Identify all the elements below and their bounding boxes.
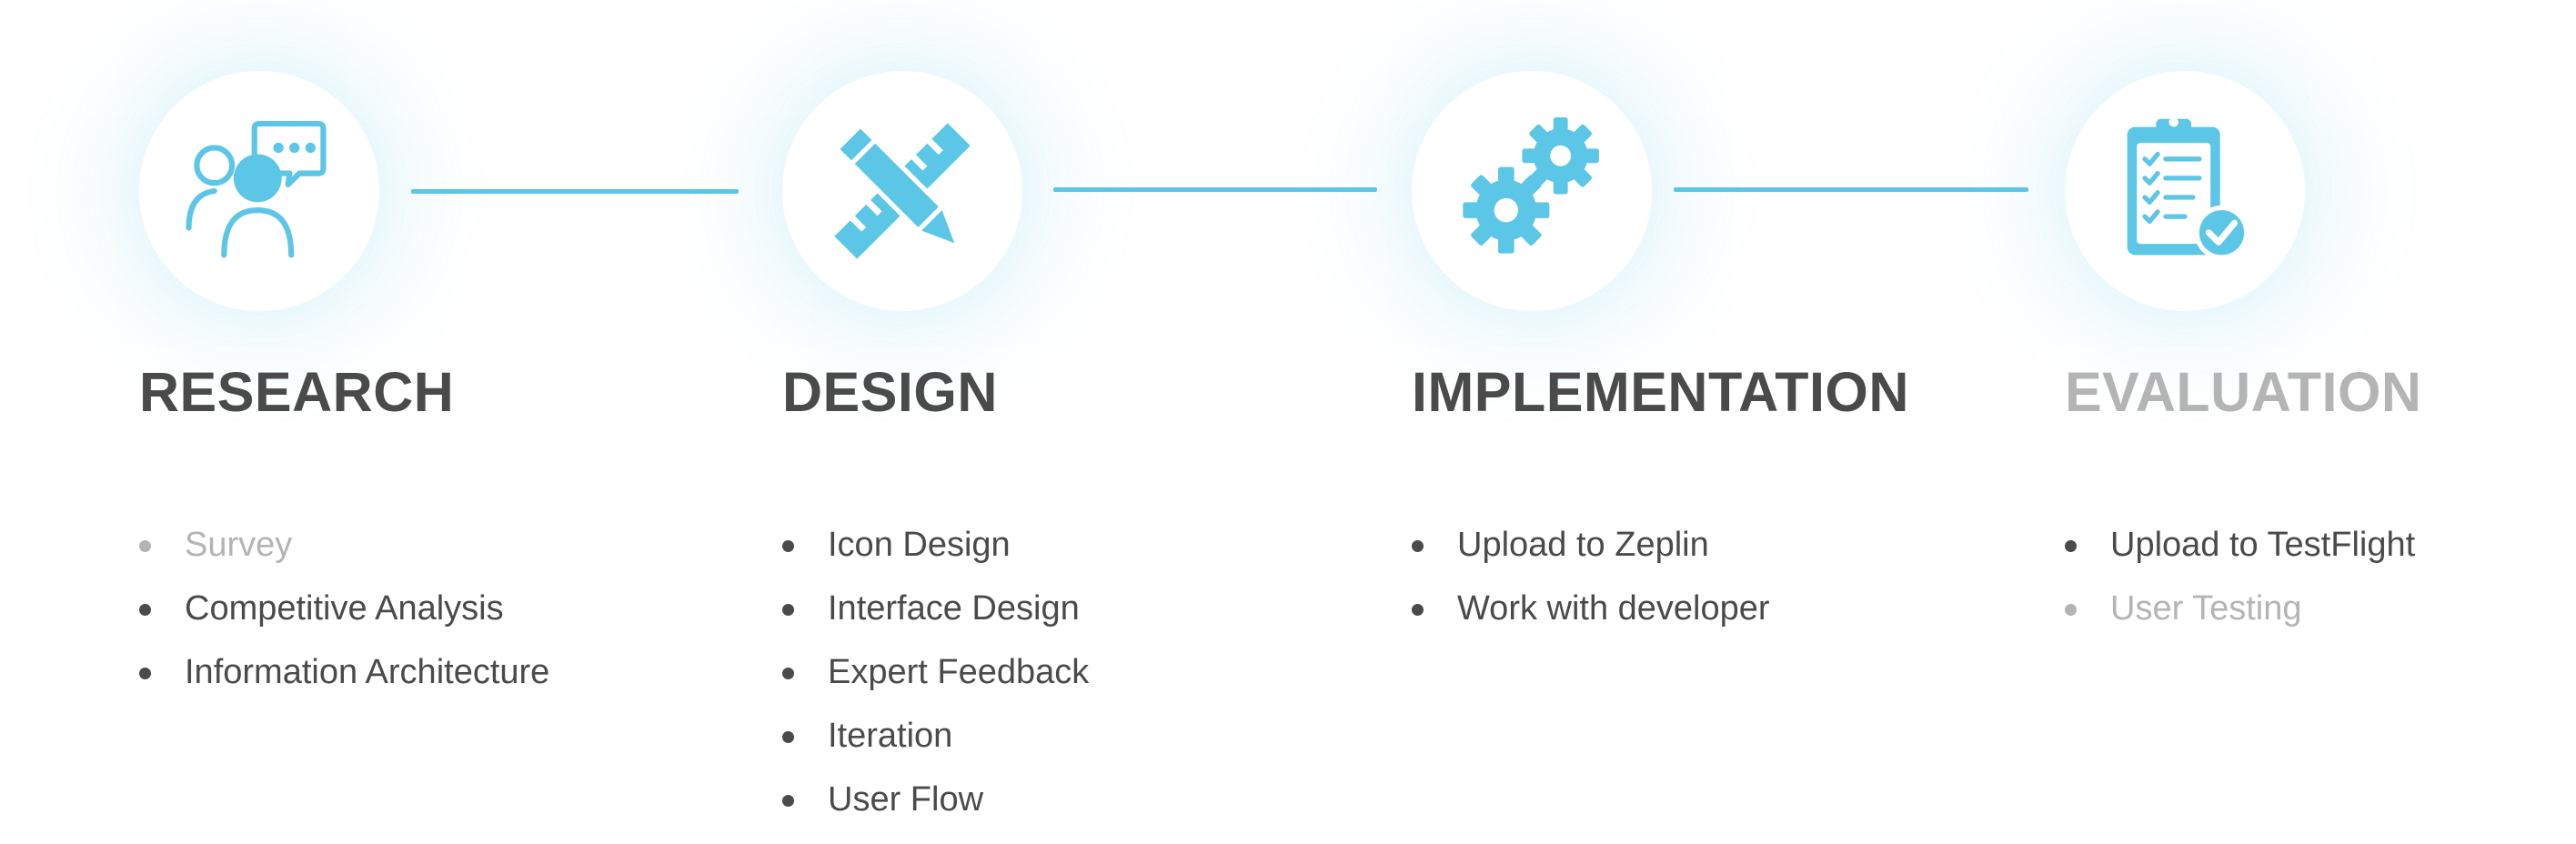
- task-item: Work with developer: [1412, 577, 1770, 640]
- task-item: Competitive Analysis: [139, 577, 549, 640]
- task-item: Upload to Zeplin: [1412, 513, 1770, 577]
- icon-circle-design: [782, 71, 1022, 311]
- bullet-dot: [782, 668, 794, 679]
- task-label: Information Architecture: [185, 653, 550, 691]
- stage-title-implementation: IMPLEMENTATION: [1412, 361, 1909, 423]
- task-label: Survey: [185, 526, 293, 564]
- bullet-dot: [782, 795, 794, 807]
- task-label: Work with developer: [1457, 589, 1770, 628]
- task-item: User Testing: [2065, 577, 2415, 640]
- task-label: User Flow: [828, 780, 984, 819]
- task-label: Expert Feedback: [828, 653, 1090, 691]
- pencil-ruler-icon: [834, 123, 971, 259]
- task-item: Expert Feedback: [782, 640, 1089, 704]
- task-item: Icon Design: [782, 513, 1089, 577]
- task-item: Survey: [139, 513, 549, 577]
- stage-title-research: RESEARCH: [139, 361, 455, 423]
- task-label: Upload to Zeplin: [1457, 526, 1709, 564]
- bullet-dot: [139, 668, 151, 679]
- connector-implementation-evaluation: [1674, 187, 2028, 192]
- bullet-dot: [1412, 604, 1424, 616]
- task-label: Iteration: [828, 717, 953, 755]
- bullet-dot: [139, 540, 151, 552]
- icon-circle-research: [139, 71, 379, 311]
- research-team-chat-icon: [186, 121, 327, 258]
- connector-research-design: [411, 189, 739, 194]
- bullet-dot: [1412, 540, 1424, 552]
- bullet-dot: [139, 604, 151, 616]
- stage-title-design: DESIGN: [782, 361, 998, 423]
- task-item: Information Architecture: [139, 640, 549, 704]
- icon-circle-implementation: [1412, 71, 1652, 311]
- task-item: Interface Design: [782, 577, 1089, 640]
- stage-title-evaluation: EVALUATION: [2065, 361, 2422, 423]
- gears-icon: [1463, 117, 1599, 254]
- task-label: Icon Design: [828, 526, 1011, 564]
- bullet-dot: [782, 731, 794, 743]
- task-label: Upload to TestFlight: [2110, 526, 2416, 564]
- task-label: Interface Design: [828, 589, 1080, 628]
- task-item: Upload to TestFlight: [2065, 513, 2415, 577]
- task-item: Iteration: [782, 704, 1089, 768]
- clipboard-check-icon: [2127, 117, 2249, 260]
- bullet-dot: [2065, 540, 2077, 552]
- bullet-dot: [2065, 604, 2077, 616]
- bullet-dot: [782, 604, 794, 616]
- task-label: Competitive Analysis: [185, 589, 504, 628]
- bullet-dot: [782, 540, 794, 552]
- connector-design-implementation: [1053, 187, 1377, 192]
- icon-circle-evaluation: [2065, 71, 2305, 311]
- task-item: User Flow: [782, 768, 1089, 831]
- task-label: User Testing: [2110, 589, 2302, 628]
